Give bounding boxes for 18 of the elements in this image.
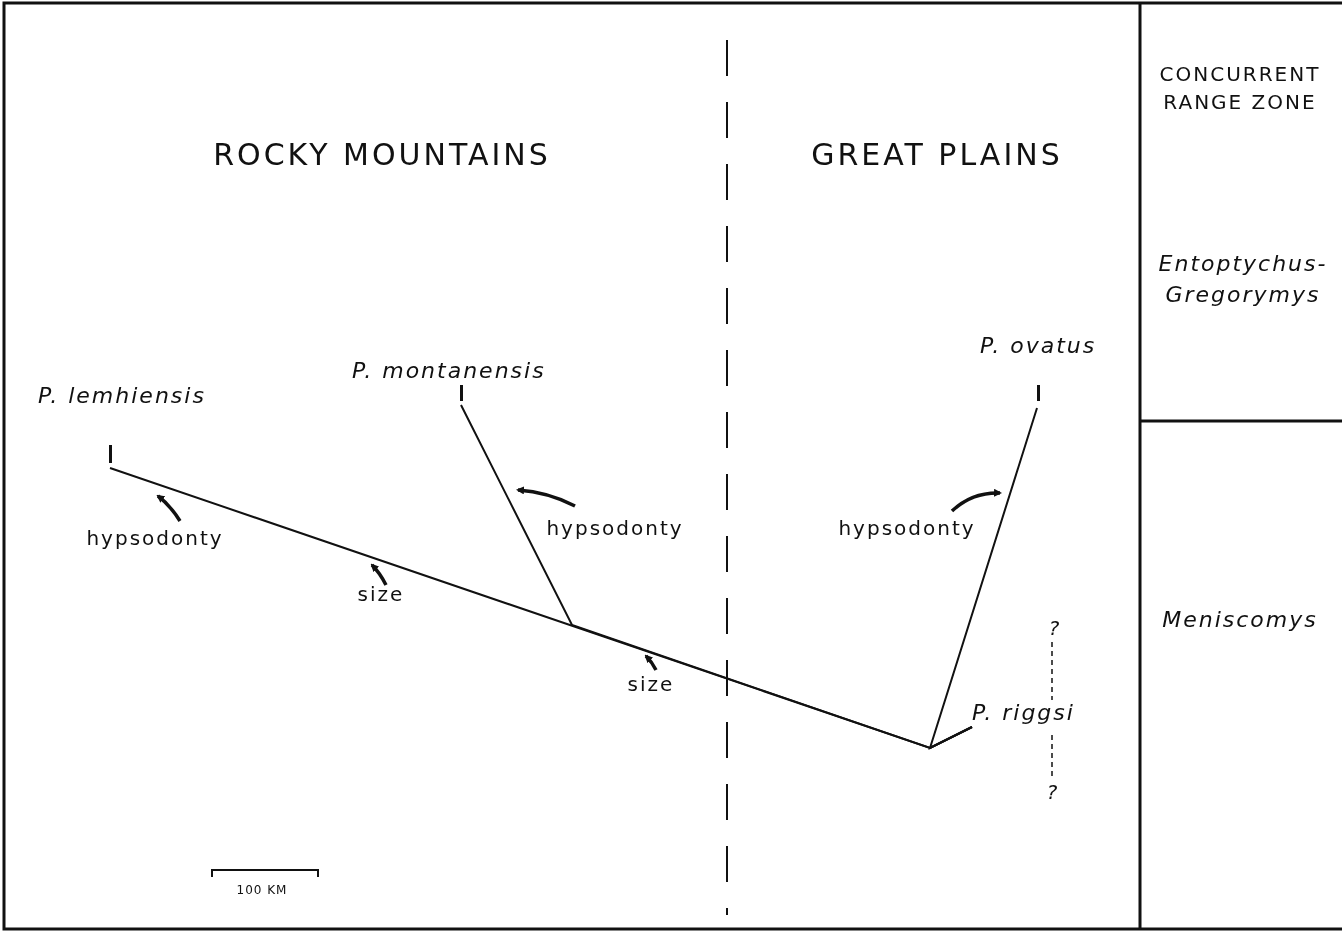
trend-label: hypsodonty (86, 526, 224, 550)
species-name: P. montanensis (352, 358, 546, 383)
species-name: P. riggsi (972, 700, 1075, 725)
trend-label: hypsodonty (838, 516, 976, 540)
trend-label: size (357, 582, 405, 606)
question-mark: ? (1046, 780, 1058, 804)
trend-label: size (627, 672, 675, 696)
region-heading: GREAT PLAINS (811, 137, 1063, 173)
trend-label: hypsodonty (546, 516, 684, 540)
zone-name: Meniscomys (1162, 606, 1318, 634)
species-name: P. lemhiensis (38, 383, 206, 408)
scale-label: 100 KM (236, 882, 288, 898)
lineage-line (928, 407, 1038, 750)
column-heading: CONCURRENT RANGE ZONE (1158, 61, 1322, 116)
zone-name: Entoptychus- Gregorymys (1157, 250, 1329, 309)
question-mark: ? (1048, 616, 1060, 640)
species-name: P. ovatus (980, 333, 1097, 358)
region-heading: ROCKY MOUNTAINS (213, 137, 551, 173)
